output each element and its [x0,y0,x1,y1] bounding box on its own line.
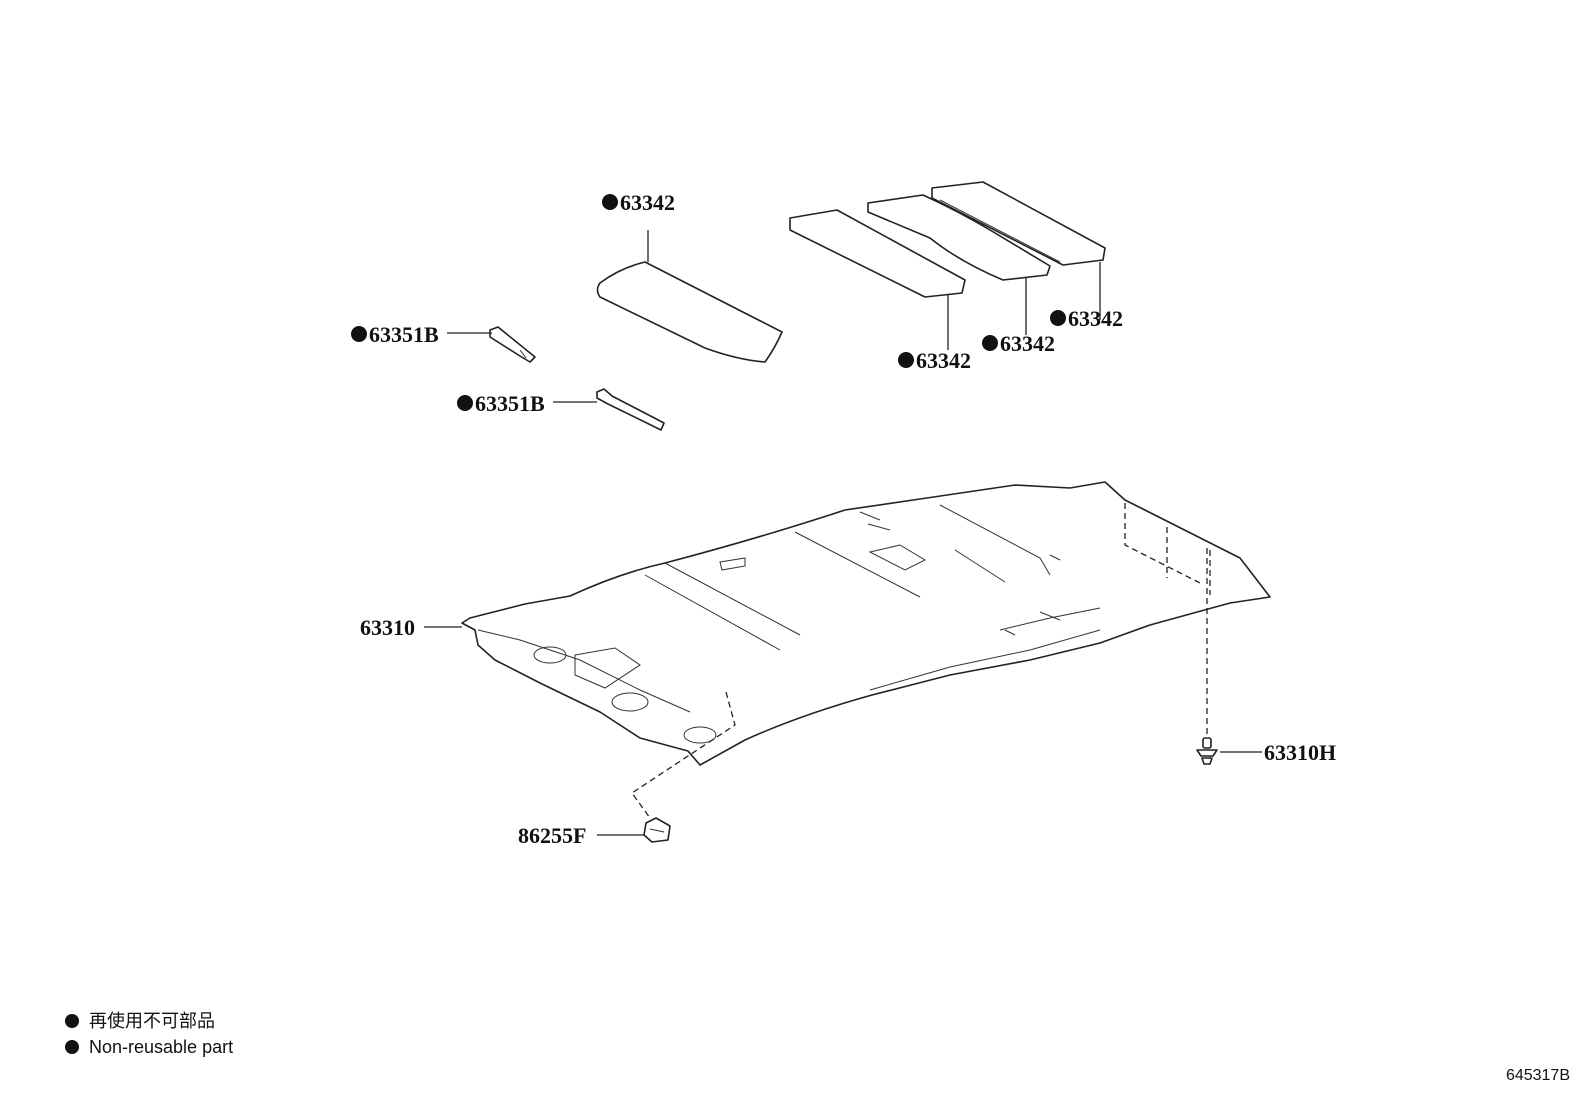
label-clip-63351B-upper[interactable]: 63351B [351,322,439,347]
clip-63351B-upper[interactable] [489,326,536,363]
headlining-63310[interactable] [461,481,1271,766]
svg-text:63342: 63342 [1000,331,1055,356]
svg-text:63351B: 63351B [475,391,545,416]
label-clip-63351B-lower[interactable]: 63351B [457,391,545,416]
svg-text:63351B: 63351B [369,322,439,347]
reference-number: 645317B [1506,1067,1570,1084]
nut-86255F[interactable] [643,817,671,843]
legend-jp: 再使用不可部品 [89,1011,215,1031]
svg-text:63342: 63342 [620,190,675,215]
pad-63342-right-3[interactable] [931,181,1106,266]
leader-lines [424,230,1262,836]
svg-text:63310: 63310 [360,615,415,640]
legend: 再使用不可部品 Non-reusable part [65,1011,233,1057]
label-pad-63342-left[interactable]: 63342 [602,190,675,215]
pad-63342-left[interactable] [596,261,783,363]
label-headlining-63310[interactable]: 63310 [360,615,415,640]
svg-text:63310H: 63310H [1264,740,1336,765]
label-clip-63310H[interactable]: 63310H [1264,740,1336,765]
svg-text:63342: 63342 [916,348,971,373]
part-labels: 63342 63342 63342 63342 63351B 63351B 63… [351,190,1336,848]
pad-63342-right-2[interactable] [867,194,1051,281]
legend-en: Non-reusable part [89,1037,233,1057]
clip-63351B-lower[interactable] [596,388,665,431]
svg-text:63342: 63342 [1068,306,1123,331]
label-nut-86255F[interactable]: 86255F [518,823,586,848]
pad-63342-right-1[interactable] [789,209,966,298]
label-pad-63342-right-2[interactable]: 63342 [982,331,1055,356]
svg-text:86255F: 86255F [518,823,586,848]
clip-63310H[interactable] [1196,737,1218,765]
label-pad-63342-right-1[interactable]: 63342 [898,348,971,373]
label-pad-63342-right-3[interactable]: 63342 [1050,306,1123,331]
